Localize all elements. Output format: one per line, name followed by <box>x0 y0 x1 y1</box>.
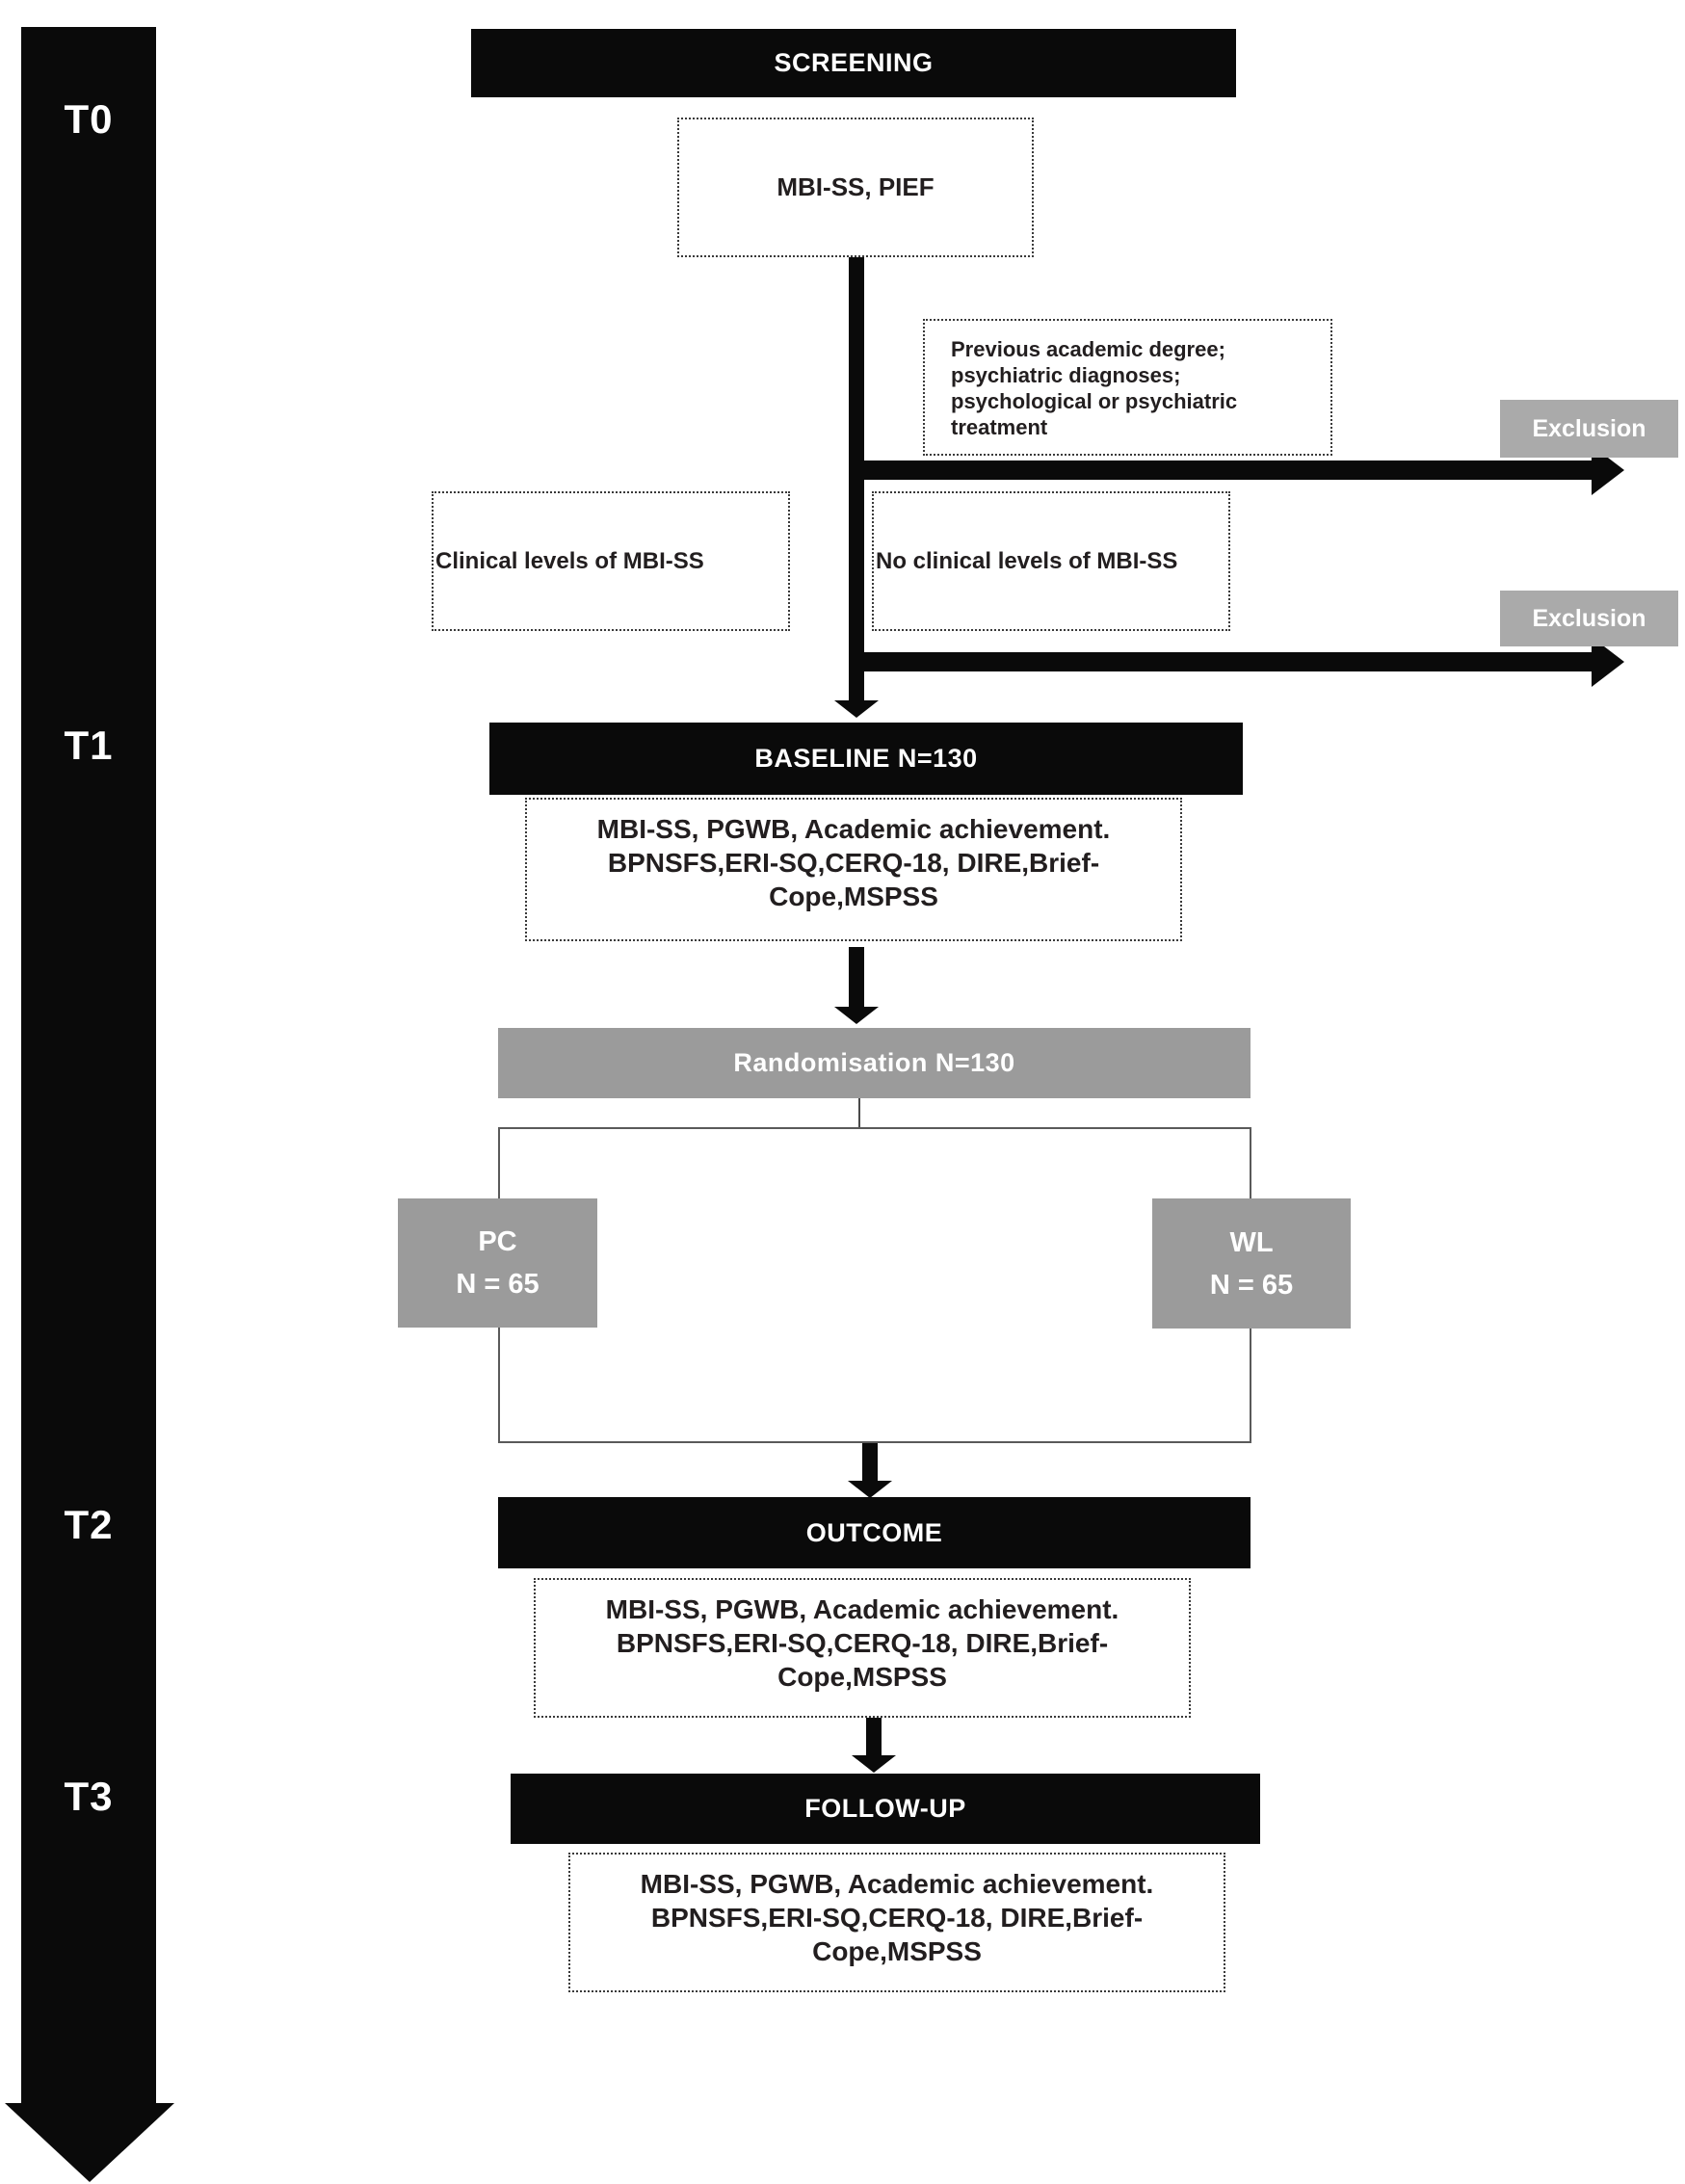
measures-line: BPNSFS,ERI-SQ,CERQ-18, DIRE,Brief- <box>650 1903 1144 1933</box>
no-clinical-levels-box: No clinical levels of MBI-SS <box>872 491 1230 631</box>
screening-measures-box: MBI-SS, PIEF <box>677 118 1034 257</box>
randomisation-banner: Randomisation N=130 <box>498 1028 1251 1098</box>
outcome-measures-box: MBI-SS, PGWB, Academic achievement. BPNS… <box>534 1578 1191 1718</box>
groups-branch-rectangle <box>498 1127 1251 1443</box>
wl-group-label: WL <box>1229 1226 1274 1258</box>
timeline-bar <box>21 27 156 2105</box>
arrow-baseline-to-randomisation <box>849 947 864 1007</box>
exclusion-criteria-box: Previous academic degree; psychiatric di… <box>923 319 1332 456</box>
measures-line: Cope,MSPSS <box>812 1936 982 1966</box>
timeline-label-t1: T1 <box>64 723 114 768</box>
arrow-outcome-to-followup <box>866 1718 882 1755</box>
arrow-to-exclusion-1 <box>856 460 1592 480</box>
measures-line: Cope,MSPSS <box>777 1662 947 1692</box>
measures-line: Cope,MSPSS <box>769 881 938 911</box>
measures-line: MBI-SS, PGWB, Academic achievement. <box>605 1594 1119 1624</box>
followup-banner: FOLLOW-UP <box>511 1774 1260 1844</box>
followup-measures-box: MBI-SS, PGWB, Academic achievement. BPNS… <box>568 1853 1225 1992</box>
pc-group-n: N = 65 <box>456 1269 540 1300</box>
exclusion-box-2: Exclusion <box>1500 591 1678 646</box>
measures-line: MBI-SS, PGWB, Academic achievement. <box>596 814 1111 844</box>
screening-banner: SCREENING <box>471 29 1236 97</box>
exclusion-box-1: Exclusion <box>1500 400 1678 458</box>
baseline-measures-box: MBI-SS, PGWB, Academic achievement. BPNS… <box>525 798 1182 941</box>
measures-line: BPNSFS,ERI-SQ,CERQ-18, DIRE,Brief- <box>607 848 1100 878</box>
arrow-to-exclusion-2 <box>856 652 1592 671</box>
wl-group-box: WL N = 65 <box>1152 1198 1351 1329</box>
arrowhead-down-icon <box>848 1481 892 1498</box>
arrow-groups-to-outcome <box>862 1443 878 1481</box>
clinical-levels-box: Clinical levels of MBI-SS <box>432 491 790 631</box>
timeline-label-t0: T0 <box>64 96 114 142</box>
wl-group-n: N = 65 <box>1209 1269 1294 1301</box>
pc-group-box: PC N = 65 <box>398 1198 597 1328</box>
pc-group-label: PC <box>478 1226 517 1257</box>
outcome-banner: OUTCOME <box>498 1497 1251 1568</box>
baseline-banner: BASELINE N=130 <box>489 723 1243 795</box>
arrowhead-down-icon <box>852 1755 896 1773</box>
measures-line: BPNSFS,ERI-SQ,CERQ-18, DIRE,Brief- <box>616 1628 1109 1658</box>
arrowhead-down-icon <box>834 1007 879 1024</box>
timeline-arrowhead-icon <box>5 2103 174 2182</box>
timeline-label-t3: T3 <box>64 1774 114 1819</box>
connector-randomisation-to-groups <box>858 1098 860 1127</box>
timeline-label-t2: T2 <box>64 1502 114 1547</box>
measures-line: MBI-SS, PGWB, Academic achievement. <box>640 1869 1154 1899</box>
arrowhead-down-icon <box>834 700 879 718</box>
